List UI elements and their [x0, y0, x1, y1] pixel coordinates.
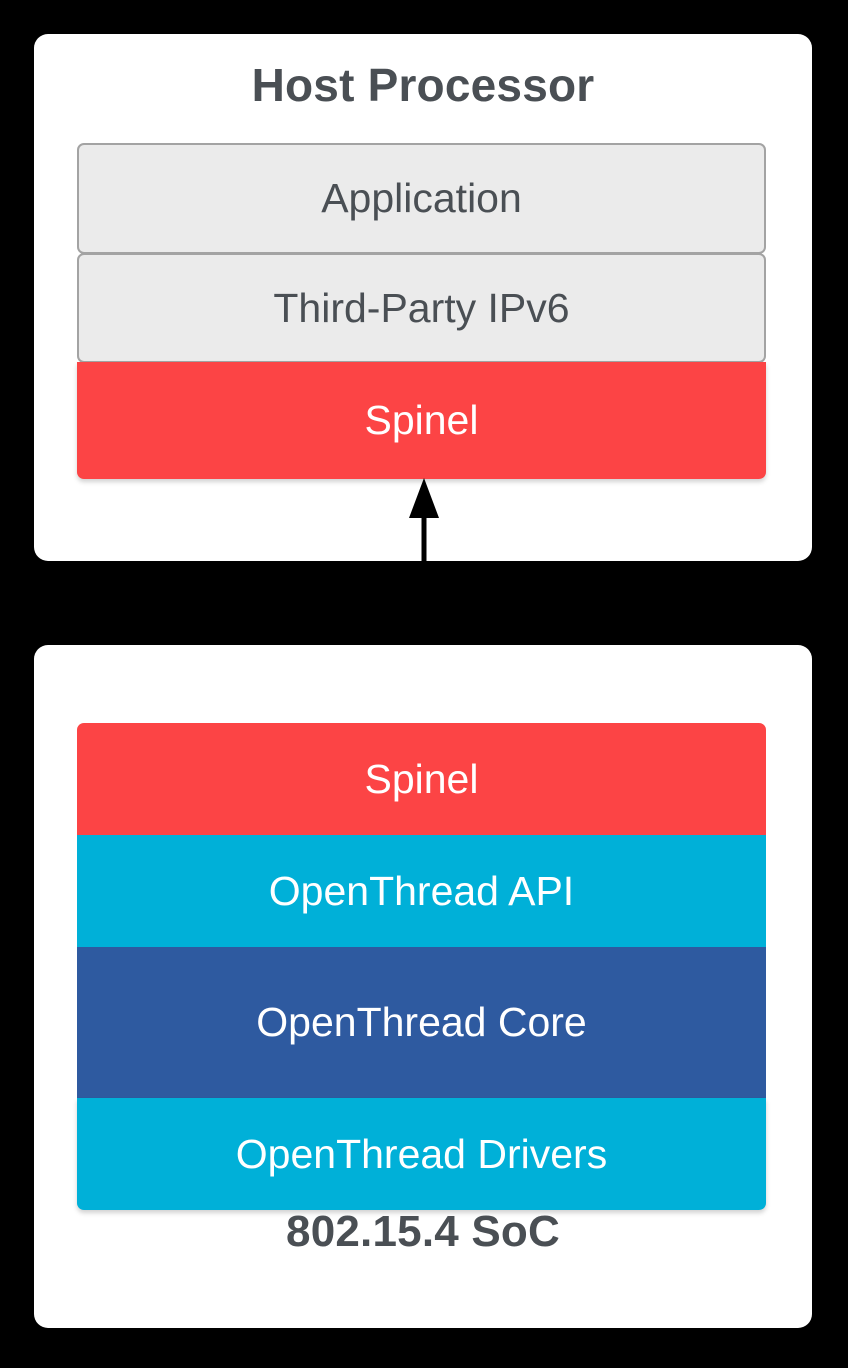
- soc-layer-openthread-core: OpenThread Core: [77, 947, 766, 1098]
- host-layer-spinel-label: Spinel: [364, 397, 479, 443]
- soc-layer-openthread-drivers: OpenThread Drivers: [77, 1098, 766, 1210]
- soc-layer-spinel: Spinel: [77, 723, 766, 835]
- soc-layer-stack: Spinel OpenThread API OpenThread Core Op…: [77, 723, 766, 1210]
- soc-card: Spinel OpenThread API OpenThread Core Op…: [34, 645, 812, 1328]
- host-processor-title: Host Processor: [251, 59, 595, 111]
- host-layer-stack: Application Third-Party IPv6 Spinel: [77, 143, 766, 479]
- host-processor-card: Host Processor Application Third-Party I…: [34, 34, 812, 561]
- soc-layer-openthread-drivers-label: OpenThread Drivers: [235, 1130, 608, 1177]
- host-layer-spinel: Spinel: [77, 362, 766, 479]
- host-layer-application: Application: [77, 143, 766, 254]
- soc-layer-openthread-api: OpenThread API: [77, 835, 766, 947]
- soc-title: 802.15.4 SoC: [286, 1207, 560, 1256]
- host-layer-third-party-ipv6-label: Third-Party IPv6: [273, 284, 570, 331]
- host-layer-third-party-ipv6: Third-Party IPv6: [77, 253, 766, 363]
- soc-layer-spinel-label: Spinel: [364, 755, 479, 802]
- host-layer-application-label: Application: [321, 175, 522, 221]
- soc-layer-openthread-core-label: OpenThread Core: [256, 999, 587, 1045]
- soc-layer-openthread-api-label: OpenThread API: [268, 867, 575, 914]
